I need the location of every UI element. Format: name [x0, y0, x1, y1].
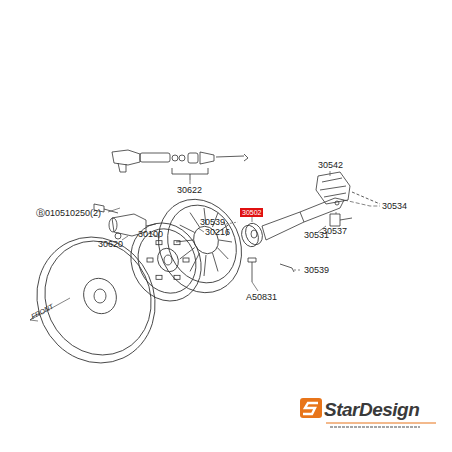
- highlighted-part-number: 30502: [240, 208, 263, 217]
- logo-text: StarDesign: [324, 400, 419, 419]
- part-number: 30531: [304, 231, 329, 240]
- damper-spring: [156, 241, 162, 245]
- diaphragm-finger: [213, 253, 219, 271]
- part-number: 30539: [200, 218, 225, 227]
- part-number: 30534: [382, 202, 407, 211]
- diaphragm-finger: [217, 248, 228, 260]
- diaphragm-finger: [219, 240, 232, 242]
- damper-spring: [147, 258, 153, 262]
- direction-label: FRONT: [30, 303, 55, 320]
- diaphragm-finger: [176, 240, 193, 242]
- part-number: A50831: [246, 293, 277, 302]
- part-number: 30539: [304, 266, 329, 275]
- diaphragm-finger: [190, 213, 200, 227]
- damper-spring: [183, 258, 189, 262]
- part-number: 30542: [318, 161, 343, 170]
- diaphragm-finger: [204, 255, 206, 276]
- diaphragm-finger: [180, 225, 195, 233]
- part-number: 30100: [138, 230, 163, 239]
- diaphragm-finger: [190, 253, 200, 271]
- part-number: 30622: [177, 186, 202, 195]
- diaphragm-finger: [180, 248, 195, 260]
- part-number: 30216: [205, 228, 230, 237]
- part-number: Ⓑ010510250(2): [36, 209, 101, 218]
- damper-spring: [156, 275, 162, 279]
- part-number: 30620: [98, 240, 123, 249]
